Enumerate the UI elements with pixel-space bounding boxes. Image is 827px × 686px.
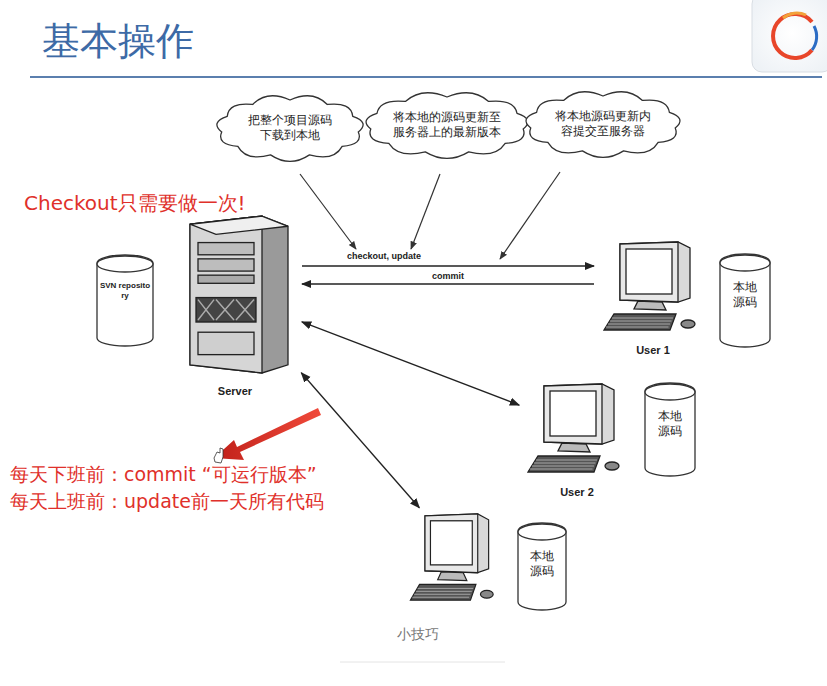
callout-text: 把整个项目源码下载到本地: [244, 113, 336, 143]
server-icon: [190, 216, 288, 373]
callout-cloud: 将本地源码更新内容提交至服务器: [523, 89, 683, 159]
slide-title: 基本操作: [42, 16, 194, 67]
computer-icon: [528, 384, 619, 472]
note-text: 每天上班前：update前一天所有代码: [10, 489, 324, 515]
pointer-arrow: [214, 408, 321, 460]
cloud-shape: [366, 93, 528, 159]
cylinder-body: [645, 383, 695, 476]
note-text: Checkout只需要做一次!: [24, 190, 246, 217]
server-drawing: [170, 212, 300, 375]
callout-text: 将本地的源码更新至服务器上的最新版本: [393, 110, 501, 140]
machine-label: Server: [218, 385, 252, 397]
cloud-shape: [217, 96, 363, 162]
user-computer: [405, 510, 505, 608]
machine-label: User 2: [560, 486, 594, 498]
machine-label: User 1: [636, 344, 670, 356]
sync-arrow: [301, 373, 419, 508]
cylinder-top: [518, 524, 566, 540]
sync-arrow: [302, 265, 594, 266]
leader-line: [300, 172, 560, 259]
caption-rule: [340, 662, 505, 663]
cylinder-top: [97, 256, 153, 272]
user-computer: User 2: [522, 380, 632, 498]
repository-cylinder: 本地源码: [516, 523, 568, 611]
note-text: 每天下班前：commit “可运行版本”: [10, 462, 317, 488]
callout-text: 将本地源码更新内容提交至服务器: [553, 109, 653, 139]
callout-cloud: 将本地的源码更新至服务器上的最新版本: [363, 90, 531, 160]
cylinder-top: [720, 255, 770, 271]
cloud-shape: [526, 92, 680, 158]
cylinder-outline: [95, 255, 155, 347]
storage-label: 本地源码: [731, 280, 759, 310]
repository-cylinder: 本地源码: [643, 383, 697, 477]
repository-cylinder: SVN repository: [95, 255, 155, 347]
computer-drawing: [522, 380, 632, 480]
cylinder-body: [97, 255, 153, 346]
title-rule: [30, 76, 822, 78]
computer-drawing: [598, 238, 708, 338]
storage-label: 本地源码: [528, 549, 556, 579]
user-computer: User 1: [598, 238, 708, 356]
cylinder-body: [720, 254, 770, 347]
cylinder-top: [645, 384, 695, 400]
storage-label: 本地源码: [656, 409, 684, 439]
storage-label: SVN repository: [99, 281, 151, 301]
edge-label: commit: [430, 271, 466, 282]
caption: 小技巧: [397, 626, 439, 644]
sync-arrow: [302, 322, 519, 405]
cylinder-body: [518, 523, 566, 610]
mouse-cursor: [214, 448, 223, 463]
repository-cylinder: 本地源码: [718, 254, 772, 348]
sync-arrow: [302, 283, 594, 284]
computer-icon: [410, 514, 493, 600]
logo: [752, 0, 827, 72]
server-tower: Server: [170, 212, 300, 397]
edge-label: checkout, update: [345, 251, 423, 262]
callout-cloud: 把整个项目源码下载到本地: [214, 93, 366, 163]
computer-icon: [604, 242, 695, 330]
computer-drawing: [405, 510, 505, 608]
